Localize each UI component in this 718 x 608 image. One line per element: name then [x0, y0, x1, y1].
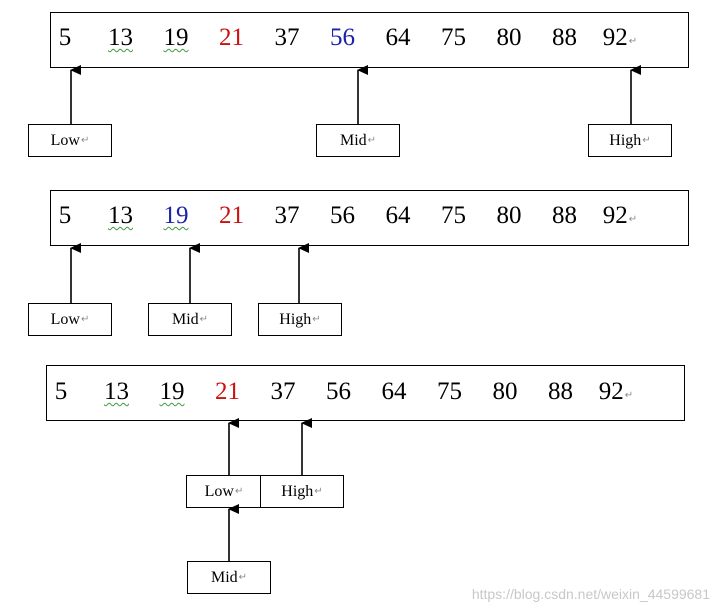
paragraph-mark: ↵ — [80, 135, 90, 146]
pointer-mid: Mid↵ — [316, 124, 400, 157]
pointer-low: Low↵ — [28, 303, 112, 336]
array-value: 75 — [437, 378, 462, 405]
array-value: 37 — [274, 202, 300, 229]
paragraph-mark: ↵ — [238, 572, 248, 583]
paragraph-mark: ↵ — [199, 314, 209, 325]
pointer-mid: Mid↵ — [187, 561, 271, 594]
paragraph-mark: ↵ — [628, 36, 638, 47]
pointer-label: High — [281, 482, 314, 500]
pointer-low: Low↵ — [28, 124, 112, 157]
array-value: 13 — [108, 202, 133, 229]
array-value: 19 — [163, 24, 189, 51]
pointer-label: Mid — [210, 568, 238, 586]
array-row-1 — [50, 12, 689, 68]
array-value: 75 — [441, 24, 466, 51]
pointer-mid: Mid↵ — [148, 303, 232, 336]
array-row-3 — [46, 365, 685, 421]
array-value: 37 — [274, 24, 300, 51]
paragraph-mark: ↵ — [314, 486, 323, 497]
paragraph-mark: ↵ — [312, 314, 321, 325]
pointer-label: Low — [204, 482, 234, 500]
pointer-label: Low — [50, 310, 80, 328]
array-value: 21 — [215, 378, 240, 405]
array-value: 19 — [163, 202, 189, 229]
pointer-label: Mid — [339, 131, 367, 149]
array-value: 92↵ — [598, 378, 634, 405]
array-value: 88 — [548, 378, 573, 405]
array-value: 80 — [492, 378, 518, 405]
paragraph-mark: ↵ — [628, 214, 638, 225]
paragraph-mark: ↵ — [624, 390, 634, 401]
array-value: 92↵ — [602, 24, 638, 51]
array-value: 56 — [330, 202, 355, 229]
array-value: 80 — [496, 24, 522, 51]
array-value: 88 — [552, 202, 577, 229]
pointer-label: Low — [50, 131, 80, 149]
array-value: 5 — [54, 378, 68, 405]
paragraph-mark: ↵ — [642, 135, 651, 146]
array-value: 13 — [104, 378, 129, 405]
array-value: 19 — [159, 378, 185, 405]
array-value: 21 — [219, 202, 244, 229]
paragraph-mark: ↵ — [367, 135, 377, 146]
array-value: 5 — [58, 24, 72, 51]
array-value: 64 — [385, 202, 411, 229]
array-value: 56 — [330, 24, 355, 51]
array-value: 64 — [385, 24, 411, 51]
array-value: 37 — [270, 378, 296, 405]
pointer-high: High↵ — [260, 475, 344, 508]
pointer-label: Mid — [171, 310, 199, 328]
pointer-label: High — [279, 310, 312, 328]
array-value: 21 — [219, 24, 244, 51]
pointer-label: High — [609, 131, 642, 149]
paragraph-mark: ↵ — [234, 486, 244, 497]
array-value: 13 — [108, 24, 133, 51]
pointer-high: High↵ — [588, 124, 672, 157]
array-value: 56 — [326, 378, 351, 405]
array-value: 80 — [496, 202, 522, 229]
array-row-2 — [50, 190, 689, 246]
array-value: 64 — [381, 378, 407, 405]
watermark: https://blog.csdn.net/weixin_44599681 — [471, 586, 710, 602]
array-value: 75 — [441, 202, 466, 229]
array-value: 88 — [552, 24, 577, 51]
array-value: 5 — [58, 202, 72, 229]
array-value: 92↵ — [602, 202, 638, 229]
paragraph-mark: ↵ — [80, 314, 90, 325]
pointer-high: High↵ — [258, 303, 342, 336]
pointer-low: Low↵ — [186, 475, 262, 508]
